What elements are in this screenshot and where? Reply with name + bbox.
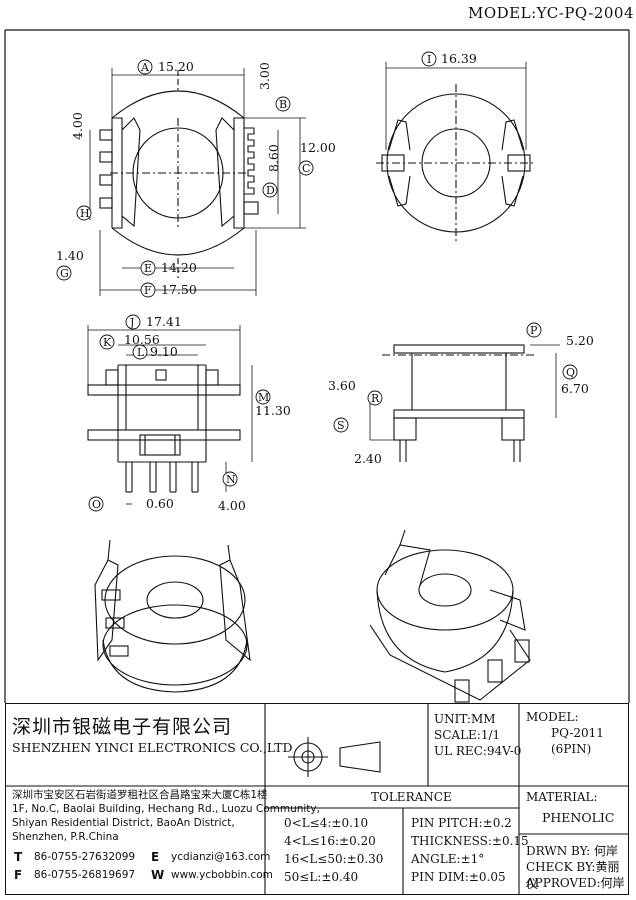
dim-value-l: 9.10 bbox=[150, 344, 178, 359]
dim-value-m: 11.30 bbox=[255, 403, 291, 418]
dim-value-p: 5.20 bbox=[566, 333, 594, 348]
material-value: PHENOLIC bbox=[542, 810, 615, 825]
dim-value-e: 14.20 bbox=[161, 260, 197, 275]
top-view bbox=[99, 70, 259, 278]
web-label: W bbox=[151, 868, 165, 882]
title-block: 深圳市银磁电子有限公司 SHENZHEN YINCI ELECTRONICS C… bbox=[5, 703, 629, 895]
dim-tag-h: H bbox=[80, 207, 90, 220]
dim-tag-a: A bbox=[141, 61, 149, 74]
isometric-view-right bbox=[369, 529, 531, 703]
dim-tag-j: J bbox=[130, 316, 135, 329]
dim-tag-n: N bbox=[226, 473, 236, 486]
tolerance-left-3: 16<L≤50:±0.30 bbox=[284, 852, 384, 866]
tolerance-left-2: 4<L≤16:±0.20 bbox=[284, 834, 376, 848]
company-address-en-3: Shenzhen, P.R.China bbox=[12, 831, 119, 843]
dim-tag-m: M bbox=[258, 391, 270, 404]
dim-value-o: 0.60 bbox=[146, 496, 174, 511]
company-name-en: SHENZHEN YINCI ELECTRONICS CO.,LTD bbox=[12, 740, 293, 755]
dim-value-d: 8.60 bbox=[266, 144, 281, 172]
top-view-round bbox=[376, 84, 536, 242]
dim-value-q: 6.70 bbox=[561, 381, 589, 396]
dim-value-r: 3.60 bbox=[328, 378, 356, 393]
email-label: E bbox=[151, 850, 160, 864]
model-header: MODEL:YC-PQ-2004 bbox=[468, 4, 635, 22]
dim-tag-l: L bbox=[137, 346, 145, 359]
tolerance-left-1: 0<L≤4:±0.10 bbox=[284, 816, 369, 830]
scale-label: SCALE:1/1 bbox=[434, 728, 501, 742]
dim-tag-r: R bbox=[371, 392, 380, 405]
dim-tag-b: B bbox=[279, 98, 288, 111]
dim-value-f: 17.50 bbox=[161, 282, 197, 297]
dim-tag-p: P bbox=[530, 324, 538, 337]
dim-tag-q: Q bbox=[566, 366, 576, 379]
dim-value-s: 2.40 bbox=[354, 451, 382, 466]
front-view bbox=[87, 364, 241, 493]
tolerance-right-2: THICKNESS:±0.15 bbox=[411, 834, 529, 848]
dim-value-g: 1.40 bbox=[56, 248, 84, 263]
drawn-by: DRWN BY: 何岸 bbox=[526, 844, 618, 858]
fax-label: F bbox=[14, 868, 23, 882]
ul-rec-label: UL REC:94V-0 bbox=[434, 744, 522, 758]
tolerance-title: TOLERANCE bbox=[371, 790, 452, 804]
tolerance-right-1: PIN PITCH:±0.2 bbox=[411, 816, 512, 830]
dim-value-i: 16.39 bbox=[441, 51, 477, 66]
dim-value-h: 4.00 bbox=[70, 112, 85, 140]
dim-tag-d: D bbox=[266, 184, 275, 197]
dim-tag-c: C bbox=[302, 162, 311, 175]
tel-number: 86-0755-27632099 bbox=[34, 851, 136, 863]
dim-value-k: 10.56 bbox=[124, 332, 160, 347]
tolerance-right-4: PIN DIM:±0.05 bbox=[411, 870, 506, 884]
company-name-cn: 深圳市银磁电子有限公司 bbox=[12, 716, 233, 738]
dim-tag-f: F bbox=[144, 284, 152, 297]
dim-value-c: 12.00 bbox=[300, 140, 336, 155]
model-box-pins: (6PIN) bbox=[551, 742, 592, 756]
dim-tag-e: E bbox=[144, 262, 153, 275]
dim-value-b: 3.00 bbox=[257, 62, 272, 90]
isometric-view-left bbox=[94, 539, 251, 693]
check-by: CHECK BY:黄丽仪 bbox=[526, 860, 620, 891]
dim-tag-k: K bbox=[103, 336, 112, 349]
dim-tag-s: S bbox=[337, 419, 345, 432]
fax-number: 86-0755-26819697 bbox=[34, 869, 136, 881]
tolerance-left-4: 50≤L:±0.40 bbox=[284, 870, 359, 884]
approved-by: APPROVED:何岸 bbox=[526, 876, 625, 890]
material-label: MATERIAL: bbox=[526, 790, 598, 804]
email-address: ycdianzi@163.com bbox=[171, 851, 271, 863]
unit-label: UNIT:MM bbox=[434, 712, 496, 726]
dim-value-n: 4.00 bbox=[218, 498, 246, 513]
model-box-value: PQ-2011 bbox=[551, 726, 604, 740]
company-address-en-1: 1F, No.C, Baolai Building, Hechang Rd., … bbox=[12, 803, 320, 815]
web-address: www.ycbobbin.com bbox=[171, 869, 273, 881]
dim-tag-i: I bbox=[427, 53, 432, 66]
dim-tag-o: O bbox=[92, 498, 102, 511]
model-box-label: MODEL: bbox=[526, 710, 579, 724]
side-view bbox=[382, 344, 536, 462]
dim-value-a: 15.20 bbox=[158, 59, 194, 74]
tel-label: T bbox=[14, 850, 23, 864]
dim-tag-g: G bbox=[60, 267, 69, 280]
company-address-en-2: Shiyan Residential District, BaoAn Distr… bbox=[12, 817, 235, 829]
company-address-cn: 深圳市宝安区石岩街道罗租社区合昌路宝来大厦C栋1楼 bbox=[12, 789, 268, 801]
tolerance-right-3: ANGLE:±1° bbox=[411, 852, 485, 866]
dim-value-j: 17.41 bbox=[146, 314, 182, 329]
